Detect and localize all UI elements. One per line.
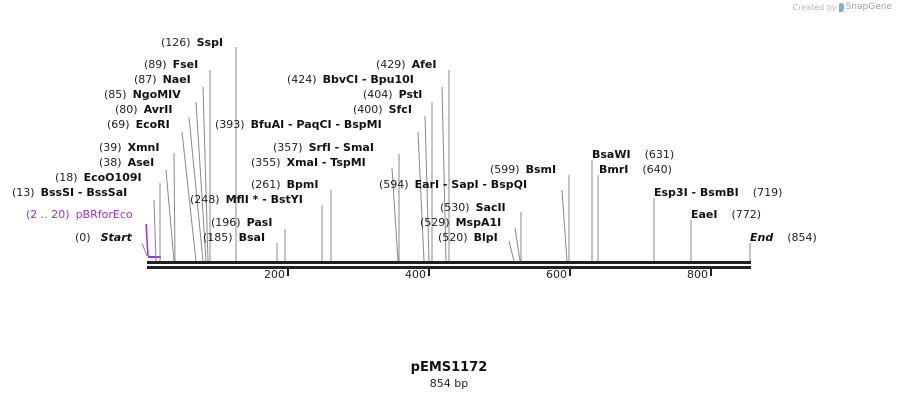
- site-FseI[interactable]: (89)FseI: [144, 58, 198, 71]
- feature-pBRforEco-bar[interactable]: [148, 256, 161, 258]
- site-PasI[interactable]: (196)PasI: [211, 216, 272, 229]
- site-EarI-SapI-BspQI[interactable]: (594)EarI - SapI - BspQI: [379, 178, 527, 191]
- tick-label-600: 600: [546, 268, 567, 281]
- site-BlpI[interactable]: (520)BlpI: [438, 231, 498, 244]
- site-BpmI[interactable]: (261)BpmI: [251, 178, 318, 191]
- snapgene-logo-icon: [838, 2, 844, 12]
- credit-brand: SnapGene: [845, 2, 892, 12]
- site-Esp3I-BsmBI[interactable]: Esp3I - BsmBI(719): [654, 186, 782, 199]
- tick-label-800: 800: [687, 268, 708, 281]
- tick-label-200: 200: [264, 268, 285, 281]
- feature-pBRforEco-leader: [145, 223, 149, 257]
- site-AvrII[interactable]: (80)AvrII: [115, 103, 173, 116]
- site-EcoO109I[interactable]: (18)EcoO109I: [55, 171, 142, 184]
- site-NaeI[interactable]: (87)NaeI: [134, 73, 191, 86]
- start-marker: (0)Start: [75, 231, 133, 244]
- feature-pBRforEco-label[interactable]: (2 .. 20)pBRforEco: [26, 208, 133, 221]
- tick-label-400: 400: [405, 268, 426, 281]
- site-EcoRI[interactable]: (69)EcoRI: [107, 118, 170, 131]
- site-BmrI[interactable]: BmrI(640): [599, 163, 672, 176]
- site-BfuAI-PaqCI-BspMI[interactable]: (393)BfuAI - PaqCI - BspMI: [215, 118, 382, 131]
- site-BssSI-BssSaI[interactable]: (13)BssSI - BssSaI: [12, 186, 127, 199]
- site-BsaWI[interactable]: BsaWI(631): [592, 148, 674, 161]
- site-MflI-BstYI[interactable]: (248)MflI * - BstYI: [190, 193, 303, 206]
- site-SrfI-SmaI[interactable]: (357)SrfI - SmaI: [273, 141, 374, 154]
- plasmid-length: 854 bp: [429, 377, 469, 390]
- site-XmaI-TspMI[interactable]: (355)XmaI - TspMI: [251, 156, 366, 169]
- site-AfeI[interactable]: (429)AfeI: [376, 58, 436, 71]
- end-marker: End(854): [750, 231, 817, 244]
- credit-prefix: Created by: [792, 2, 837, 12]
- snapgene-credit: Created by SnapGene: [793, 2, 892, 12]
- site-AseI[interactable]: (38)AseI: [99, 156, 154, 169]
- site-EaeI[interactable]: EaeI(772): [691, 208, 761, 221]
- site-BbvCI-Bpu10I[interactable]: (424)BbvCI - Bpu10I: [287, 73, 414, 86]
- site-BsaI[interactable]: (185)BsaI: [203, 231, 265, 244]
- site-SspI[interactable]: (126)SspI: [161, 36, 223, 49]
- site-BsmI[interactable]: (599)BsmI: [490, 163, 556, 176]
- axis-ticks: [287, 268, 712, 276]
- site-NgoMIV[interactable]: (85)NgoMIV: [104, 88, 181, 101]
- backbone-top-strand: [147, 261, 751, 264]
- site-MspA1I[interactable]: (529)MspA1I: [420, 216, 501, 229]
- site-PstI[interactable]: (404)PstI: [363, 88, 422, 101]
- site-SacII[interactable]: (530)SacII: [440, 201, 506, 214]
- plasmid-name: pEMS1172: [410, 360, 488, 375]
- backbone-bottom-strand: [147, 266, 751, 269]
- site-XmnI[interactable]: (39)XmnI: [99, 141, 159, 154]
- site-SfcI[interactable]: (400)SfcI: [353, 103, 412, 116]
- site-leader-lines: [141, 47, 751, 262]
